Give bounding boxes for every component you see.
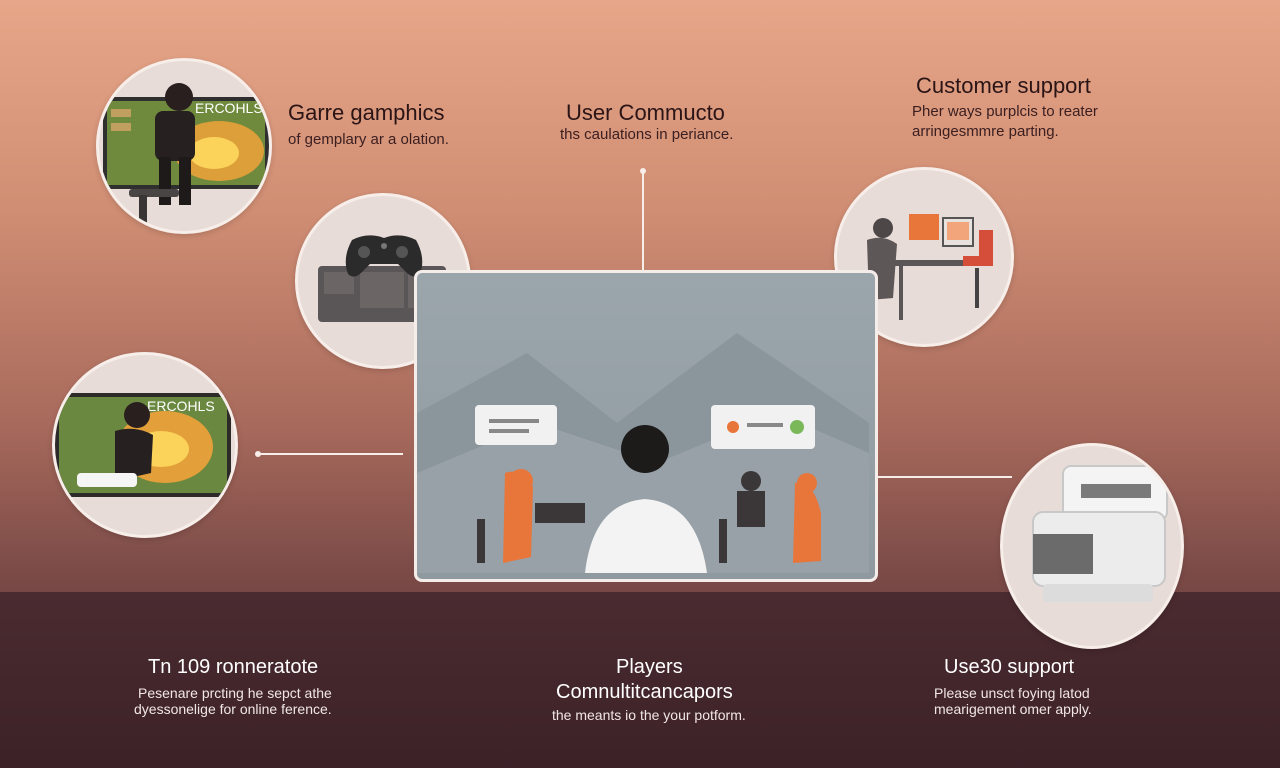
printer-circle: [1000, 443, 1184, 649]
connector-left: [258, 453, 403, 455]
gamer-screen-circle: ERCOHLS: [96, 58, 272, 234]
bottom-center-title-line1: Players: [616, 656, 683, 678]
support-subtitle-line2: arringesmmre parting.: [912, 123, 1059, 140]
bottom-right-subtitle-line1: Please unsct foying latod: [934, 685, 1090, 701]
svg-text:ERCOHLS: ERCOHLS: [147, 398, 215, 414]
bottom-left-subtitle-line2: dyessonelige for online ference.: [134, 701, 332, 717]
gamer-at-screen-icon: ERCOHLS: [55, 393, 231, 497]
printer-icon: [1032, 465, 1168, 602]
support-desk-icon: [867, 214, 993, 320]
connector-top-center-dot: [640, 168, 646, 174]
svg-text:ERCOHLS: ERCOHLS: [195, 100, 263, 116]
bottom-right-subtitle-line2: mearigement omer apply.: [934, 701, 1092, 717]
gamer-at-screen-icon: ERCOHLS: [103, 83, 269, 225]
bottom-right-title: Use30 support: [944, 656, 1075, 678]
community-subtitle: ths caulations in periance.: [560, 126, 734, 143]
support-subtitle-line1: Pher ways purplcis to reater: [912, 103, 1098, 120]
connector-right: [872, 476, 1012, 478]
graphics-title: Garre gamphics: [288, 100, 445, 125]
community-title: User Commucto: [566, 100, 725, 125]
community-panel: [414, 270, 878, 582]
community-players-icon: [417, 333, 869, 573]
connector-top-center: [642, 172, 644, 270]
bottom-left-subtitle-line1: Pesenare prcting he sepct athe: [138, 685, 332, 701]
connector-left-dot: [255, 451, 261, 457]
bottom-left-title: Tn 109 ronneratote: [148, 656, 319, 678]
graphics-subtitle: of gemplary ar a olation.: [288, 131, 449, 148]
bottom-center-title-line2: Comnultitcancapors: [556, 681, 733, 703]
gamer-side-circle: ERCOHLS: [52, 352, 238, 538]
support-title: Customer support: [916, 73, 1091, 98]
bottom-center-subtitle: the meants io the your potform.: [552, 707, 746, 723]
